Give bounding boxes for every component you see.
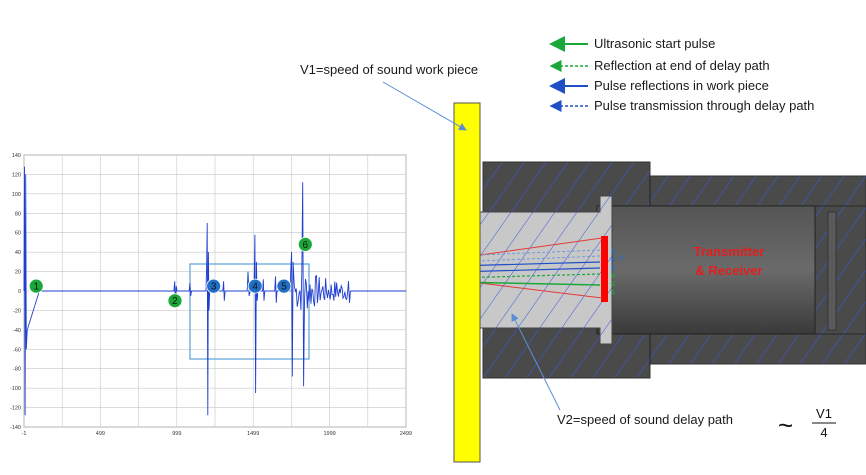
legend: Ultrasonic start pulse Reflection at end…: [549, 36, 814, 113]
y-tick-label: -80: [13, 367, 21, 373]
legend-item-delay-transmission: Pulse transmission through delay path: [549, 98, 814, 113]
y-tick-label: 20: [15, 270, 21, 276]
v2-pointer: [511, 313, 561, 411]
beam-red-upper: [479, 237, 603, 256]
peak-marker-circle: [28, 278, 44, 294]
element-label: 6: [611, 273, 615, 280]
legend-item-reflection-delay: Reflection at end of delay path: [549, 58, 770, 73]
y-tick-label: 80: [15, 211, 21, 217]
legend-workpiece-reflection-label: Pulse reflections in work piece: [594, 78, 769, 93]
legend-item-workpiece-reflection: Pulse reflections in work piece: [549, 78, 769, 94]
y-tick-label: -40: [13, 328, 21, 334]
x-tick-label: 2499: [400, 431, 412, 437]
proportional-symbol: ~: [778, 410, 793, 440]
peak-markers: 1 2 3 4 5 6: [28, 236, 313, 309]
element-label: 3: [611, 265, 615, 272]
fraction-numerator: V1: [816, 406, 832, 421]
peak-marker-circle: [206, 278, 222, 294]
y-tick-label: -140: [10, 425, 21, 431]
element-label: 4: [619, 255, 623, 262]
y-tick-label: -100: [10, 386, 21, 392]
peak-marker-2: 2: [167, 293, 183, 309]
y-tick-label: 140: [12, 153, 21, 159]
piezo-element: [601, 236, 608, 302]
peak-marker-1: 1: [28, 278, 44, 294]
peak-marker-number: 3: [211, 282, 217, 293]
peak-marker-3: 3: [206, 278, 222, 294]
peak-marker-circle: [167, 293, 183, 309]
y-tick-label: 60: [15, 231, 21, 237]
work-piece: [453, 102, 481, 463]
peak-marker-4: 4: [247, 278, 263, 294]
x-tick-label: 499: [96, 431, 105, 437]
peak-marker-number: 2: [172, 296, 178, 307]
element-label: 4: [611, 257, 615, 264]
peak-marker-number: 4: [252, 282, 258, 293]
y-tick-label: -120: [10, 406, 21, 412]
legend-reflection-delay-label: Reflection at end of delay path: [594, 58, 770, 73]
y-tick-label: 100: [12, 192, 21, 198]
y-tick-label: 40: [15, 250, 21, 256]
peak-marker-circle: [247, 278, 263, 294]
zoom-box: [189, 263, 310, 360]
element-label: 1: [611, 289, 615, 296]
transducer-body: [596, 205, 816, 335]
v1-pointer: [382, 81, 467, 131]
v1-label: V1=speed of sound work piece: [300, 62, 478, 77]
transmitter-label: Transmitter: [694, 244, 765, 259]
waveform-chart: 140 120 100 80 60 40 20 0 -20 -40 -60 -80 -100 -120 -1…: [10, 153, 412, 437]
peak-marker-6: 6: [297, 236, 313, 252]
fraction-denominator: 4: [820, 425, 827, 440]
element-label: 2: [611, 281, 615, 288]
element-label: 5: [611, 249, 615, 256]
signal-trace: [23, 166, 406, 416]
y-tick-label: -20: [13, 308, 21, 314]
beam-red-lower: [479, 282, 603, 299]
y-tick-label: 120: [12, 172, 21, 178]
x-tick-label: 999: [172, 431, 181, 437]
peak-marker-number: 1: [33, 282, 39, 293]
receiver-label: & Receiver: [695, 263, 762, 278]
peak-marker-circle: [276, 278, 292, 294]
legend-delay-transmission-label: Pulse transmission through delay path: [594, 98, 814, 113]
y-tick-label: -60: [13, 347, 21, 353]
x-tick-label: 1499: [247, 431, 259, 437]
legend-item-start-pulse: Ultrasonic start pulse: [549, 36, 715, 52]
peak-marker-circle: [297, 236, 313, 252]
x-tick-label: -1: [22, 431, 27, 437]
peak-marker-number: 5: [281, 282, 287, 293]
peak-marker-5: 5: [276, 278, 292, 294]
y-tick-labels: 140 120 100 80 60 40 20 0 -20 -40 -60 -80 -100 -120 -1…: [10, 153, 21, 431]
housing-end-slot: [827, 211, 837, 331]
v2-label: V2=speed of sound delay path: [557, 412, 733, 427]
x-tick-labels: -1 499 999 1499 1999 2499: [22, 431, 413, 437]
y-tick-label: 0: [18, 289, 21, 295]
legend-start-pulse-label: Ultrasonic start pulse: [594, 36, 715, 51]
x-tick-label: 1999: [323, 431, 335, 437]
peak-marker-number: 6: [303, 240, 309, 251]
housing-end-detail: [814, 205, 866, 335]
